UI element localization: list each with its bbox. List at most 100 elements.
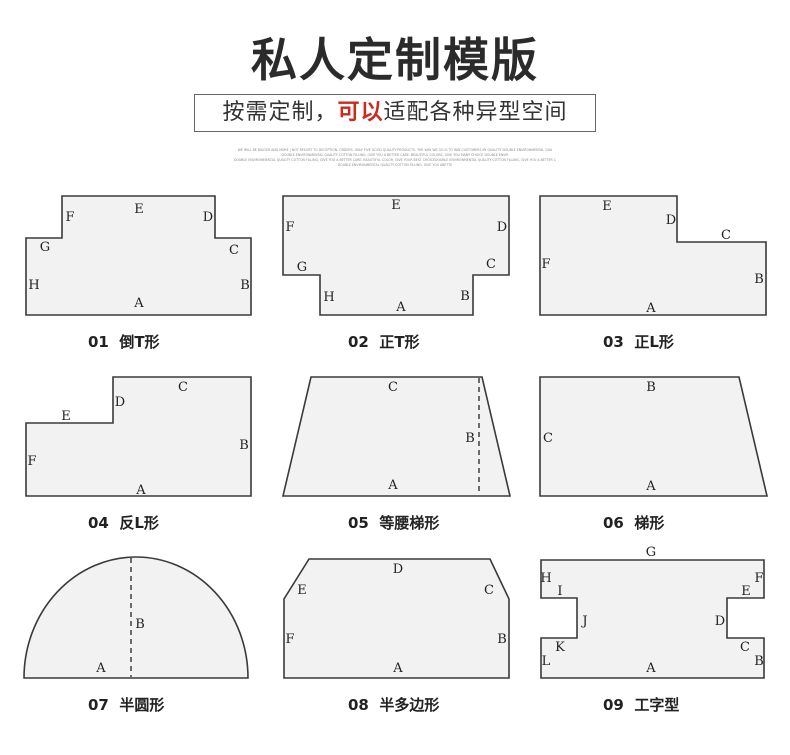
caption-number: 08 bbox=[348, 696, 369, 714]
edge-label: E bbox=[391, 198, 401, 213]
subtitle-highlight: 可以 bbox=[337, 100, 384, 125]
edge-label: E bbox=[602, 199, 612, 214]
shape-outline bbox=[539, 376, 769, 497]
caption-number: 02 bbox=[348, 333, 369, 351]
edge-label: G bbox=[40, 240, 50, 255]
caption-name: 半多边形 bbox=[379, 696, 440, 714]
edge-label: G bbox=[297, 260, 307, 275]
shape-04-reverse-l: C D E B F A bbox=[25, 376, 252, 498]
edge-label: C bbox=[178, 380, 188, 395]
edge-label: E bbox=[134, 202, 144, 217]
caption-name: 梯形 bbox=[634, 514, 665, 532]
edge-label: F bbox=[285, 632, 294, 647]
caption-number: 04 bbox=[88, 514, 109, 532]
edge-label: L bbox=[542, 654, 551, 669]
edge-label: E bbox=[61, 409, 71, 424]
edge-label: D bbox=[203, 210, 213, 225]
edge-label: J bbox=[580, 614, 587, 629]
edge-label: F bbox=[754, 571, 763, 586]
shape-06-trapezoid: B C A bbox=[539, 376, 769, 497]
fine-print-line: DOUBLE ENVIRONMENTAL QUALITY COTTON FILL… bbox=[234, 158, 556, 162]
edge-label: H bbox=[323, 290, 334, 305]
caption-name: 正T形 bbox=[379, 333, 420, 351]
edge-label: A bbox=[645, 479, 656, 494]
edge-label: C bbox=[486, 257, 496, 272]
fine-print: WE WILL BE BIGGER AND MORE | NOT RESORT … bbox=[195, 148, 595, 168]
shape-02-upright-t: E F D G C H B A bbox=[282, 195, 510, 316]
caption-name: 倒T形 bbox=[119, 333, 160, 351]
caption-name: 反L形 bbox=[119, 514, 159, 532]
shape-01-inverted-t: E F D G C H B A bbox=[25, 195, 252, 316]
edge-label: K bbox=[555, 640, 565, 655]
edge-label: H bbox=[28, 278, 39, 293]
shape-03-upright-l: E D C F B A bbox=[539, 195, 767, 316]
shape-outline bbox=[25, 195, 252, 316]
shape-08-half-polygon: D E C F B A bbox=[283, 558, 510, 679]
shape-outline bbox=[283, 558, 510, 679]
edge-label: D bbox=[115, 395, 125, 410]
edge-label: D bbox=[715, 614, 725, 629]
edge-label: B bbox=[465, 431, 475, 446]
shape-05-isosceles-trapezoid: C B A bbox=[281, 376, 512, 497]
edge-label: B bbox=[135, 617, 145, 632]
edge-label: A bbox=[95, 661, 106, 676]
shape-caption-05: 05 等腰梯形 bbox=[348, 512, 439, 533]
edge-label: B bbox=[240, 278, 250, 293]
subtitle-part-1: 按需定制， bbox=[222, 100, 338, 125]
shape-outline bbox=[25, 376, 252, 497]
edge-label: H bbox=[540, 571, 551, 586]
caption-name: 等腰梯形 bbox=[379, 514, 440, 532]
edge-label: E bbox=[297, 583, 307, 598]
fine-print-line: DOUBLE ENVIRONMENTAL QUALITY COTTON FILL… bbox=[337, 163, 453, 167]
shape-07-semicircle: B A bbox=[23, 556, 249, 679]
edge-label: D bbox=[497, 220, 507, 235]
caption-number: 09 bbox=[603, 696, 624, 714]
edge-label: F bbox=[65, 210, 74, 225]
edge-label: C bbox=[388, 380, 398, 395]
shape-09-i-beam: G H F I E J D K C L B A bbox=[540, 545, 765, 679]
edge-label: D bbox=[666, 213, 676, 228]
shape-caption-04: 04 反L形 bbox=[88, 512, 159, 533]
caption-number: 01 bbox=[88, 333, 109, 351]
shape-caption-06: 06 梯形 bbox=[603, 512, 664, 533]
caption-number: 06 bbox=[603, 514, 624, 532]
caption-name: 工字型 bbox=[634, 696, 680, 714]
shape-outline bbox=[281, 376, 512, 497]
edge-label: B bbox=[497, 632, 507, 647]
edge-label: B bbox=[754, 272, 764, 287]
edge-label: B bbox=[460, 289, 470, 304]
edge-label: A bbox=[645, 661, 656, 676]
edge-label: C bbox=[721, 228, 731, 243]
edge-label: B bbox=[646, 380, 656, 395]
page-title: 私人定制模版 bbox=[251, 33, 539, 87]
shape-caption-02: 02 正T形 bbox=[348, 331, 420, 352]
shape-caption-09: 09 工字型 bbox=[603, 694, 679, 715]
edge-label: A bbox=[392, 661, 403, 676]
shape-outline bbox=[540, 559, 765, 679]
edge-label: C bbox=[484, 583, 494, 598]
fine-print-line: DOUBLE ENVIRONMENTAL QUALITY COTTON FILL… bbox=[281, 153, 509, 157]
edge-label: A bbox=[135, 483, 146, 498]
fine-print-line: WE WILL BE BIGGER AND MORE | NOT RESORT … bbox=[237, 148, 553, 152]
edge-label: A bbox=[387, 478, 398, 493]
caption-number: 07 bbox=[88, 696, 109, 714]
edge-label: F bbox=[285, 220, 294, 235]
edge-label: D bbox=[393, 562, 403, 577]
edge-label: A bbox=[645, 301, 656, 316]
shape-caption-08: 08 半多边形 bbox=[348, 694, 439, 715]
shape-caption-03: 03 正L形 bbox=[603, 331, 674, 352]
shape-outline bbox=[23, 556, 249, 679]
edge-label: A bbox=[395, 300, 406, 315]
edge-label: C bbox=[740, 640, 750, 655]
caption-number: 05 bbox=[348, 514, 369, 532]
caption-name: 正L形 bbox=[634, 333, 674, 351]
shape-outline bbox=[282, 195, 510, 316]
caption-name: 半圆形 bbox=[119, 696, 165, 714]
edge-label: F bbox=[541, 257, 550, 272]
subtitle-banner: 按需定制，可以适配各种异型空间 bbox=[194, 94, 596, 132]
edge-label: I bbox=[557, 584, 562, 599]
edge-label: E bbox=[741, 584, 751, 599]
shape-caption-01: 01 倒T形 bbox=[88, 331, 160, 352]
shape-outline bbox=[539, 195, 767, 316]
subtitle-part-2: 适配各种异型空间 bbox=[383, 100, 568, 125]
